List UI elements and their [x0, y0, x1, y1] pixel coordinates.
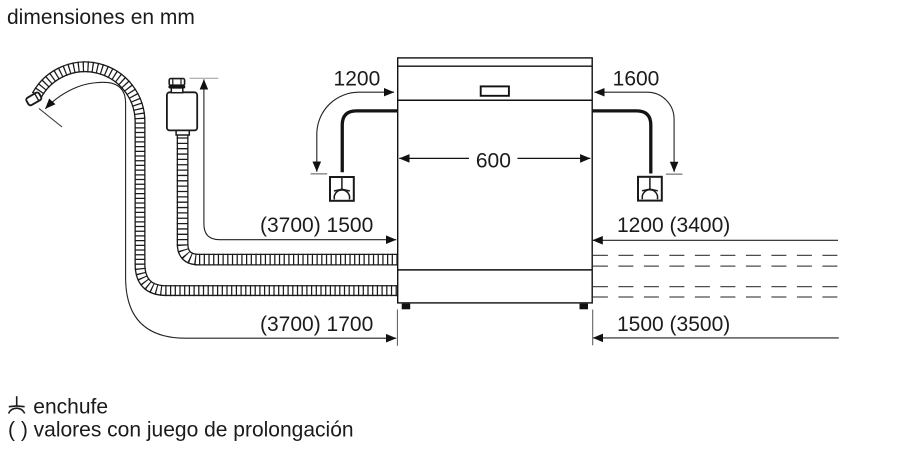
svg-text:1600: 1600 [613, 68, 660, 91]
svg-text:1500 (3500): 1500 (3500) [617, 313, 730, 336]
svg-text:1200 (3400): 1200 (3400) [617, 214, 730, 237]
svg-text:(3700) 1500: (3700) 1500 [260, 214, 373, 237]
svg-text:(3700) 1700: (3700) 1700 [260, 313, 373, 336]
svg-text:dimensiones en mm: dimensiones en mm [7, 6, 195, 29]
svg-text:600: 600 [476, 149, 511, 172]
svg-text:enchufe: enchufe [33, 395, 108, 418]
svg-text:( ) valores con juego de prolo: ( ) valores con juego de prolongación [8, 418, 354, 441]
svg-text:1200: 1200 [334, 68, 381, 91]
